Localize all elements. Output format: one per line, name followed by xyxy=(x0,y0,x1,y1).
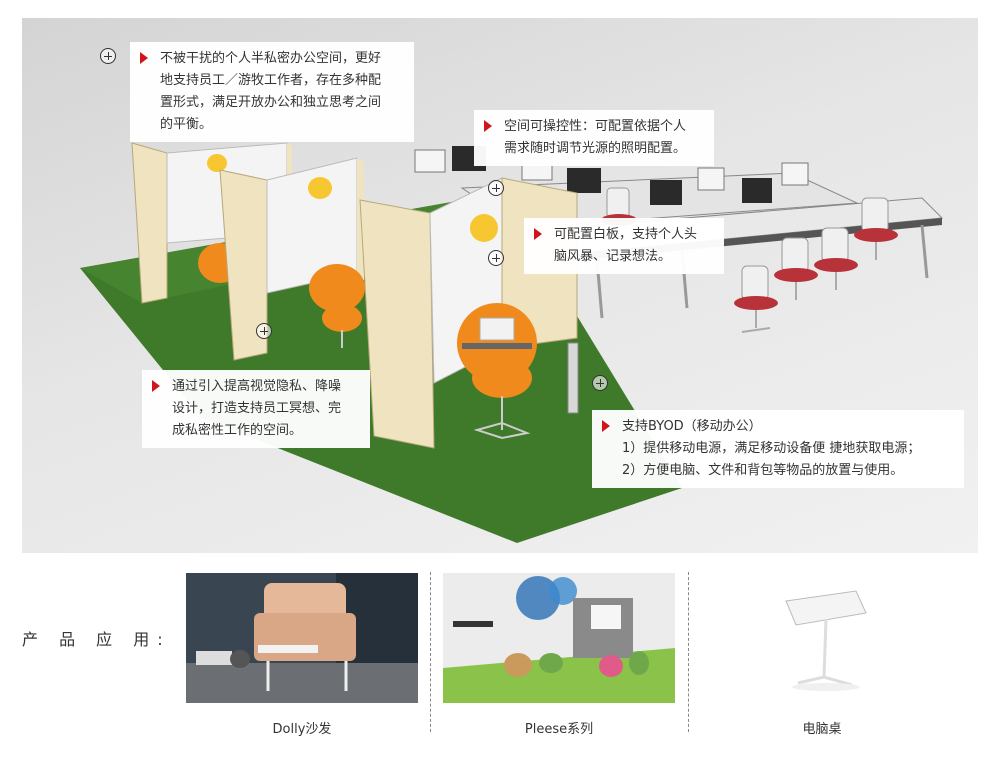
pointer-icon xyxy=(484,120,492,132)
callout-whiteboard: 可配置白板，支持个人头 脑风暴、记录想法。 xyxy=(524,218,724,274)
expand-icon[interactable] xyxy=(256,323,272,339)
product-image-dolly-sofa[interactable] xyxy=(186,573,418,703)
divider xyxy=(430,572,431,732)
product-image-computer-desk[interactable] xyxy=(706,573,938,703)
callout-lighting: 空间可操控性：可配置依据个人 需求随时调节光源的照明配置。 xyxy=(474,110,714,166)
expand-icon[interactable] xyxy=(100,48,116,64)
divider xyxy=(688,572,689,732)
pointer-icon xyxy=(140,52,148,64)
pointer-icon xyxy=(152,380,160,392)
callout-byod: 支持BYOD（移动办公） 1）提供移动电源，满足移动设备便 捷地获取电源； 2）… xyxy=(592,410,964,488)
callout-acoustic: 通过引入提高视觉隐私、降噪 设计，打造支持员工冥想、完 成私密性工作的空间。 xyxy=(142,370,370,448)
products-label: 产 品 应 用: xyxy=(22,630,171,649)
caption-dolly-sofa: Dolly沙发 xyxy=(272,722,332,737)
callout-privacy-space: 不被干扰的个人半私密办公空间，更好 地支持员工／游牧工作者，存在多种配 置形式，… xyxy=(130,42,414,142)
expand-icon[interactable] xyxy=(592,375,608,391)
pointer-icon xyxy=(534,228,542,240)
office-illustration xyxy=(80,142,944,543)
pod-booth-2 xyxy=(219,157,365,361)
office-scene xyxy=(22,18,978,553)
pointer-icon xyxy=(602,420,610,432)
expand-icon[interactable] xyxy=(488,180,504,196)
caption-pleese-series: Pleese系列 xyxy=(524,722,594,737)
product-image-pleese-series[interactable] xyxy=(443,573,675,703)
pod-booth-3 xyxy=(359,177,579,449)
expand-icon[interactable] xyxy=(488,250,504,266)
caption-computer-desk: 电脑桌 xyxy=(802,722,842,737)
